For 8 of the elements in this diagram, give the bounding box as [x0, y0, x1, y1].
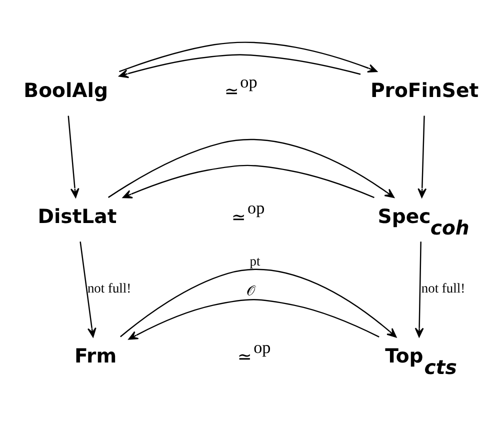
edge-label: not full! — [420, 280, 465, 296]
node-text: DistLat — [37, 205, 116, 228]
edge-label: 𝒪 — [246, 284, 254, 299]
edge-label: not full! — [86, 280, 131, 296]
node-text: BoolAlg — [23, 79, 108, 102]
edge-label: pt — [249, 254, 260, 269]
node-text: ProFinSet — [370, 79, 478, 102]
node-text: Frm — [74, 344, 116, 368]
